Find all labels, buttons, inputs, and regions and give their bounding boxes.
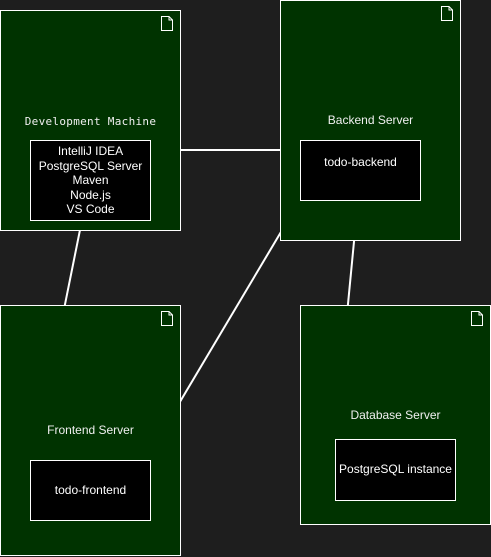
node-title: Database Server: [350, 408, 441, 422]
document-icon: [161, 311, 173, 326]
document-icon: [441, 6, 453, 21]
component-todo-backend[interactable]: todo-backend: [300, 140, 421, 201]
component-label: todo-backend: [324, 155, 397, 170]
component-dev-tools[interactable]: IntelliJ IDEA PostgreSQL Server Maven No…: [30, 140, 151, 221]
component-label: todo-frontend: [54, 483, 127, 498]
component-postgresql-instance[interactable]: PostgreSQL instance: [335, 439, 456, 501]
component-label: PostgreSQL instance: [339, 461, 452, 476]
tool-item: IntelliJ IDEA: [57, 144, 124, 159]
tool-item: VS Code: [66, 202, 115, 217]
tool-item: Maven: [72, 173, 109, 188]
component-todo-frontend[interactable]: todo-frontend: [30, 460, 151, 521]
document-icon: [471, 311, 483, 326]
node-title: Development Machine: [24, 115, 157, 128]
tool-item: Node.js: [70, 187, 111, 202]
node-title: Frontend Server: [47, 423, 134, 437]
tool-item: PostgreSQL Server: [38, 158, 143, 173]
node-title: Backend Server: [327, 113, 414, 127]
document-icon: [161, 16, 173, 31]
node-backend-server[interactable]: Backend Server: [280, 0, 461, 241]
